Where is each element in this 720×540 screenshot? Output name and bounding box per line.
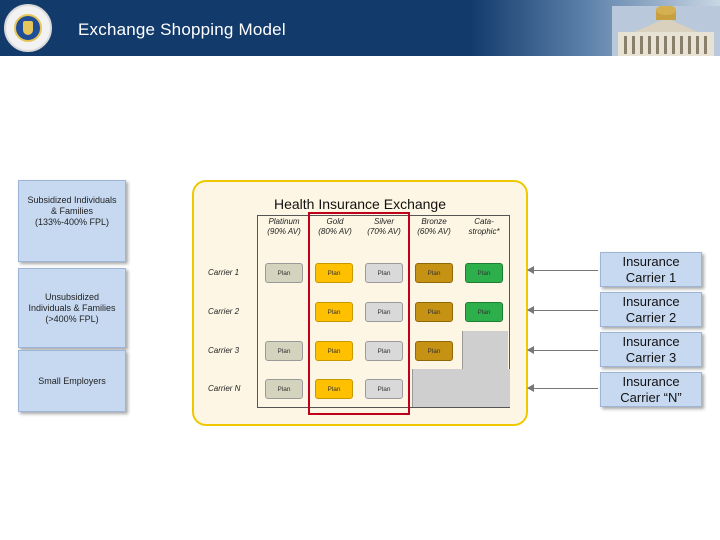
row-label-carrier-n: Carrier N bbox=[208, 384, 241, 393]
insurance-carrier-n: Insurance Carrier “N” bbox=[600, 372, 702, 407]
plan-cell: Plan bbox=[265, 341, 303, 361]
buyer-small-employers: Small Employers bbox=[18, 350, 126, 412]
plan-cell: Plan bbox=[465, 302, 503, 322]
statehouse-image-icon bbox=[612, 6, 720, 56]
buyer-subsidized: Subsidized Individuals & Families (133%-… bbox=[18, 180, 126, 262]
column-header-bronze: Bronze(60% AV) bbox=[417, 217, 451, 236]
empty-cell bbox=[412, 369, 510, 407]
plan-cell: Plan bbox=[415, 302, 453, 322]
plan-cell: Plan bbox=[415, 341, 453, 361]
insurance-carrier-1: Insurance Carrier 1 bbox=[600, 252, 702, 287]
plan-cell: Plan bbox=[315, 341, 353, 361]
plan-cell: Plan bbox=[365, 341, 403, 361]
plan-cell: Plan bbox=[415, 263, 453, 283]
arrow-icon bbox=[527, 384, 598, 392]
header-banner: Exchange Shopping Model bbox=[0, 0, 720, 56]
plan-cell: Plan bbox=[465, 263, 503, 283]
row-label-carrier-2: Carrier 2 bbox=[208, 307, 240, 316]
row-label-carrier-3: Carrier 3 bbox=[208, 346, 240, 355]
column-header-gold: Gold(80% AV) bbox=[318, 217, 352, 236]
insurance-carrier-2: Insurance Carrier 2 bbox=[600, 292, 702, 327]
plan-cell: Plan bbox=[315, 263, 353, 283]
plan-cell: Plan bbox=[315, 379, 353, 399]
plan-cell: Plan bbox=[265, 263, 303, 283]
plan-cell: Plan bbox=[265, 379, 303, 399]
plan-cell: Plan bbox=[365, 302, 403, 322]
column-header-silver: Silver(70% AV) bbox=[367, 217, 401, 236]
insurance-carrier-3: Insurance Carrier 3 bbox=[600, 332, 702, 367]
state-seal-icon bbox=[4, 4, 52, 52]
page-title: Exchange Shopping Model bbox=[78, 20, 286, 39]
plan-cell: Plan bbox=[315, 302, 353, 322]
plan-cell: Plan bbox=[365, 379, 403, 399]
row-label-carrier-1: Carrier 1 bbox=[208, 268, 240, 277]
arrow-icon bbox=[527, 306, 598, 314]
gold-silver-highlight bbox=[308, 212, 410, 415]
buyer-unsubsidized: Unsubsidized Individuals & Families (>40… bbox=[18, 268, 126, 348]
exchange-title: Health Insurance Exchange bbox=[274, 196, 446, 212]
column-header-platinum: Platinum(90% AV) bbox=[267, 217, 301, 236]
arrow-icon bbox=[527, 346, 598, 354]
plan-cell: Plan bbox=[365, 263, 403, 283]
column-header-catastrophic: Cata-strophic* bbox=[468, 217, 500, 236]
arrow-icon bbox=[527, 266, 598, 274]
empty-cell bbox=[462, 331, 508, 369]
